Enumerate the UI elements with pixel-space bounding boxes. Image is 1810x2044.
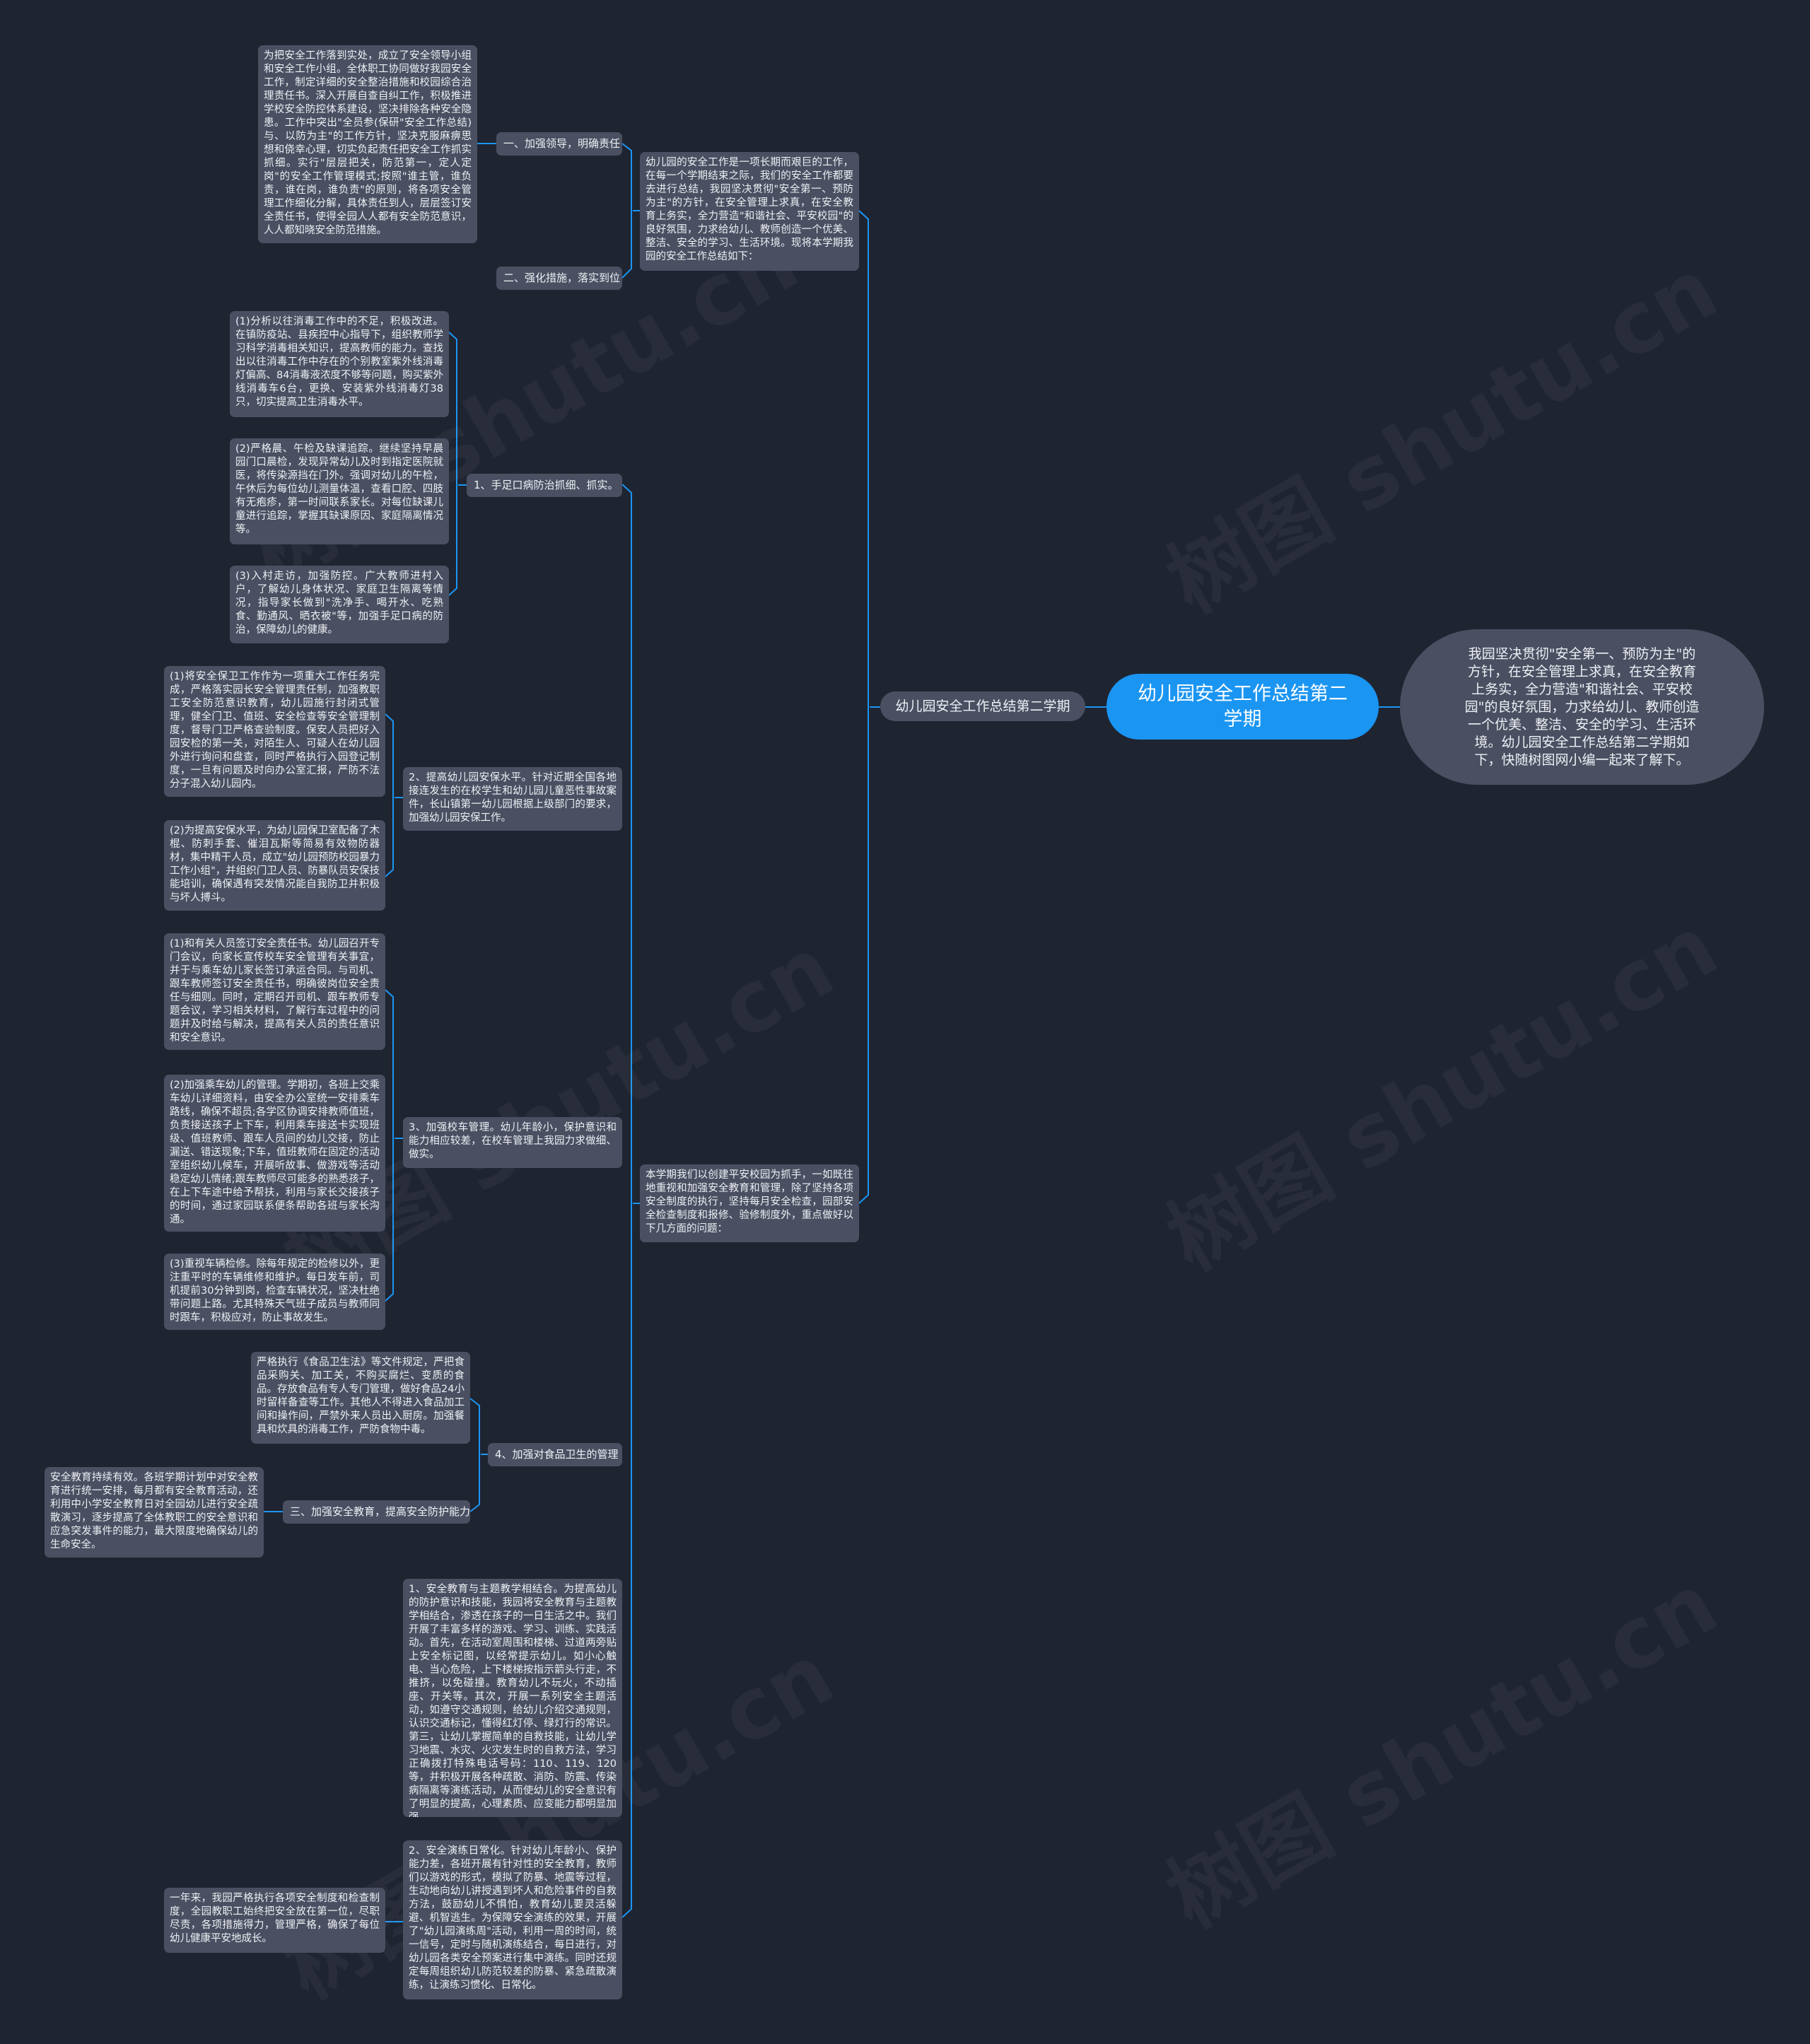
s3-item-2[interactable]: (2)加强乘车幼儿的管理。学期初，各班上交乘车幼儿详细资料，由安全办公室统一安排… [164,1075,385,1232]
s3-item-3[interactable]: (3)重视车辆检修。除每年规定的检修以外，更注重平时的车辆维修和维护。每日发车前… [164,1254,385,1330]
s2-item-1[interactable]: (1)将安全保卫工作作为一项重大工作任务完成，严格落实园长安全管理责任制，加强教… [164,666,385,797]
e1-node[interactable]: 1、安全教育与主题教学相结合。为提高幼儿的防护意识和技能，我园将安全教育与主题教… [403,1579,622,1817]
b3-node[interactable]: 三、加强安全教育，提高安全防护能力 [283,1500,470,1524]
b2-node[interactable]: 二、强化措施，落实到位 [496,267,622,290]
root-title: 幼儿园安全工作总结第二学期 [1138,682,1348,730]
mid-node[interactable]: 幼儿园安全工作总结第二学期 [880,691,1085,721]
b1-text-node[interactable]: 为把安全工作落到实处，成立了安全领导小组和安全工作小组。全体职工协同做好我园安全… [258,45,477,243]
s4-text-node[interactable]: 严格执行《食品卫生法》等文件规定，严把食品采购关、加工关，不购买腐烂、变质的食品… [251,1352,470,1444]
s1-item-1[interactable]: (1)分析以往消毒工作中的不足，积极改进。在镇防疫站、县疾控中心指导下，组织教师… [230,311,449,417]
b3-text-node[interactable]: 安全教育持续有效。各班学期计划中对安全教育进行统一安排，每月都有安全教育活动，还… [45,1467,264,1558]
b1-node[interactable]: 一、加强领导，明确责任 [496,132,622,156]
root-node[interactable]: 幼儿园安全工作总结第二学期 [1107,674,1379,740]
link-s3-items [385,989,403,1302]
link-s4-items [469,1398,488,1512]
intro2-node[interactable]: 本学期我们以创建平安校园为抓手，一如既往地重视和加强安全教育和管理，除了坚持各项… [640,1164,859,1242]
link-mid-trunk [858,210,880,1204]
link-s2-items [385,713,403,877]
s4-node[interactable]: 4、加强对食品卫生的管理 [488,1443,622,1466]
s1-node[interactable]: 1、手足口病防治抓细、抓实。 [467,474,622,497]
s1-item-3[interactable]: (3)入村走访，加强防控。广大教师进村入户，了解幼儿身体状况、家庭卫生隔离等情况… [230,566,449,643]
summary-text: 我园坚决贯彻"安全第一、预防为主"的方针，在安全管理上求真，在安全教育上务实，全… [1464,646,1700,768]
conclusion-node[interactable]: 一年来，我园严格执行各项安全制度和检查制度，全园教职工始终把安全放在第一位，尽职… [164,1888,385,1953]
s1-item-2[interactable]: (2)严格晨、午检及缺课追踪。继续坚持早晨园门口晨检，发现异常幼儿及时到指定医院… [230,438,449,544]
summary-node[interactable]: 我园坚决贯彻"安全第一、预防为主"的方针，在安全管理上求真，在安全教育上务实，全… [1400,629,1764,785]
s2-item-2[interactable]: (2)为提高安保水平，为幼儿园保卫室配备了木棍、防刺手套、催泪瓦斯等简易有效物防… [164,820,385,911]
link-s1-items [448,332,467,596]
s2-node[interactable]: 2、提高幼儿园安保水平。针对近期全国各地接连发生的在校学生和幼儿园儿童恶性事故案… [403,767,622,831]
link-intro2-children [621,484,640,1918]
s3-node[interactable]: 3、加强校车管理。幼儿年龄小，保护意识和能力相应较差，在校车管理上我园力求做细、… [403,1117,622,1168]
intro1-node[interactable]: 幼儿园的安全工作是一项长期而艰巨的工作，在每一个学期结束之际，我们的安全工作都要… [640,152,859,271]
e2-node[interactable]: 2、安全演练日常化。针对幼儿年龄小、保护能力差，各班开展有针对性的安全教育，教师… [403,1840,622,1999]
s3-item-1[interactable]: (1)和有关人员签订安全责任书。幼儿园召开专门会议，向家长宣传校车安全管理有关事… [164,933,385,1050]
link-intro1-b [621,143,640,279]
